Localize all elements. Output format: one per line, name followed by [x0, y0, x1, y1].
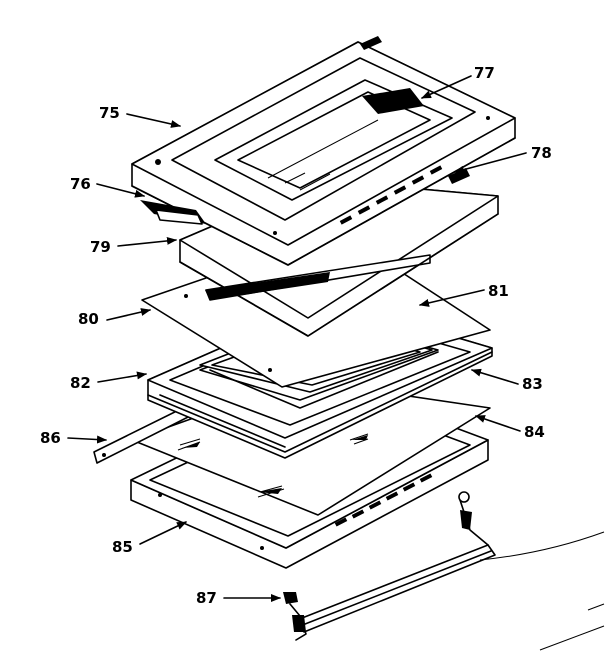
callout-76: 76 [70, 175, 91, 193]
part-87-screw [283, 592, 298, 604]
callout-80: 80 [78, 310, 99, 328]
callout-79: 79 [90, 238, 111, 256]
callout-86: 86 [40, 429, 61, 447]
part-75-outer-door-panel [131, 36, 516, 266]
callout-81: 81 [488, 282, 509, 300]
bottom-frame-vent-slots [334, 473, 433, 527]
callout-labels: 75 76 77 78 79 80 81 82 83 84 85 86 87 [40, 64, 552, 607]
callout-75: 75 [99, 104, 120, 122]
callout-87: 87 [196, 589, 217, 607]
callout-84: 84 [524, 423, 545, 441]
part-76-hinge-bracket [140, 200, 206, 225]
callout-85: 85 [112, 538, 133, 556]
callout-77: 77 [474, 64, 495, 82]
callout-82: 82 [70, 374, 91, 392]
door-handle [289, 491, 496, 641]
callout-leaders [67, 75, 527, 602]
callout-83: 83 [522, 375, 543, 393]
callout-78: 78 [531, 144, 552, 162]
top-panel-vent-slots [339, 165, 443, 225]
